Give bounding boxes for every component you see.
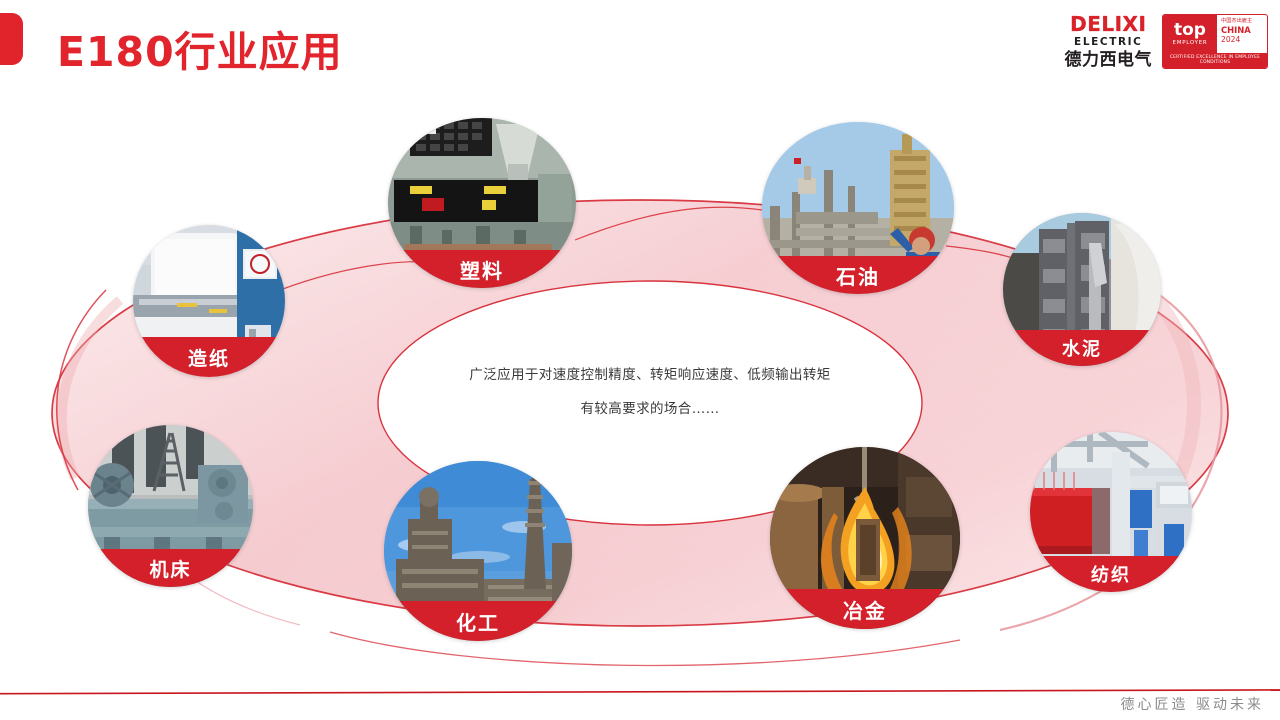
top-employer-certified-line: CERTIFIED EXCELLENCE IN EMPLOYEE CONDITI… xyxy=(1163,53,1267,68)
top-employer-badge: top EMPLOYER 中国杰出雇主 CHINA 2024 CERTIFIED… xyxy=(1162,14,1268,69)
brand-logo-group: DELIXI ELECTRIC 德力西电气 top EMPLOYER 中国杰出雇… xyxy=(1065,14,1268,69)
center-description-line1: 广泛应用于对速度控制精度、转矩响应速度、低频输出转矩 xyxy=(469,367,831,383)
page-title: E180行业应用 xyxy=(57,28,343,76)
footer-slogan: 德心匠造 驱动未来 xyxy=(1120,697,1264,713)
industry-node-plastic-label: 塑料 xyxy=(460,258,504,283)
center-description-line2: 有较高要求的场合…… xyxy=(580,401,720,417)
delixi-brand-en: DELIXI xyxy=(1070,12,1147,36)
industry-node-chemical-banner: 化工 xyxy=(384,601,572,641)
industry-node-paper-label: 造纸 xyxy=(187,347,230,370)
title-accent-bar xyxy=(0,13,23,65)
industry-node-plastic-banner: 塑料 xyxy=(388,250,576,288)
industry-node-machine-label: 机床 xyxy=(149,558,192,581)
industry-node-petroleum-banner: 石油 xyxy=(762,256,954,294)
industry-node-machine[interactable]: 机床 xyxy=(88,425,253,587)
industry-node-textile[interactable]: 纺织 xyxy=(1030,432,1192,592)
industry-node-cement-banner: 水泥 xyxy=(1003,330,1161,366)
top-employer-mark: top EMPLOYER xyxy=(1163,15,1217,53)
delixi-brand-cn: 德力西电气 xyxy=(1064,49,1152,70)
industry-node-metallurgy[interactable]: 冶金 xyxy=(770,447,960,629)
industry-node-paper-banner: 造纸 xyxy=(133,337,285,377)
industry-node-petroleum-label: 石油 xyxy=(836,264,880,289)
top-employer-country: CHINA xyxy=(1221,24,1251,35)
industry-node-chemical-label: 化工 xyxy=(456,610,500,635)
industry-node-metallurgy-banner: 冶金 xyxy=(770,589,960,629)
industry-node-cement[interactable]: 水泥 xyxy=(1003,213,1161,366)
delixi-logo: DELIXI ELECTRIC 德力西电气 xyxy=(1065,14,1153,69)
top-employer-subword: EMPLOYER xyxy=(1172,39,1208,46)
industry-node-cement-label: 水泥 xyxy=(1062,339,1102,360)
industry-node-metallurgy-label: 冶金 xyxy=(843,598,887,623)
industry-node-textile-banner: 纺织 xyxy=(1030,556,1192,592)
top-employer-cn-line: 中国杰出雇主 xyxy=(1221,18,1253,24)
industry-node-chemical[interactable]: 化工 xyxy=(384,461,572,641)
center-description: 广泛应用于对速度控制精度、转矩响应速度、低频输出转矩 有较高要求的场合…… xyxy=(382,358,918,426)
footer-divider-line xyxy=(0,689,1280,695)
top-employer-year: 2024 xyxy=(1221,35,1241,44)
industry-node-plastic[interactable]: 塑料 xyxy=(388,118,576,288)
industry-node-paper[interactable]: 造纸 xyxy=(133,225,285,377)
delixi-brand-sub: ELECTRIC xyxy=(1074,36,1143,48)
industry-node-textile-label: 纺织 xyxy=(1091,565,1131,586)
industry-node-petroleum[interactable]: 石油 xyxy=(762,122,954,294)
industry-node-machine-banner: 机床 xyxy=(88,549,253,587)
top-employer-word: top xyxy=(1174,20,1206,41)
